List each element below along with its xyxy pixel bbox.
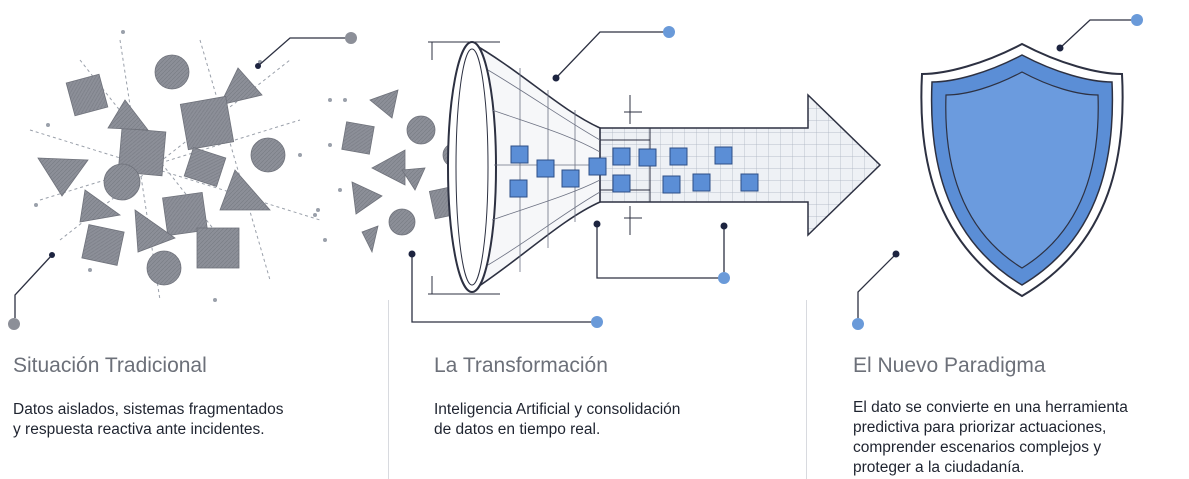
callout-paradigma-bottom [852, 250, 900, 330]
callout-transformacion-top [552, 26, 675, 82]
description-line: y respuesta reactiva ante incidentes. [13, 421, 265, 438]
shield-icon [920, 42, 1124, 298]
data-blocks [509, 145, 759, 198]
callout-transformacion-bottom-mid [593, 220, 730, 284]
description-line: de datos en tiempo real. [434, 421, 601, 438]
scattered-shapes-cluster [8, 30, 357, 330]
panel-title-transformacion: La Transformación [434, 354, 608, 377]
divider-left [388, 300, 389, 479]
callout-transformacion-bottom-left [408, 250, 603, 328]
description-line: El dato se convierte en una herramienta [853, 399, 1128, 416]
description-line: proteger a la ciudadanía. [853, 459, 1025, 476]
callout-paradigma-top [1056, 14, 1143, 52]
description-line: predictiva para priorizar actuaciones, [853, 419, 1107, 436]
description-line: comprender escenarios complejos y [853, 439, 1102, 456]
panel-description-transformacion: Inteligencia Artificial y consolidación … [434, 400, 680, 440]
panel-title-tradicional: Situación Tradicional [13, 354, 207, 377]
panel-description-paradigma: El dato se convierte en una herramienta … [853, 398, 1128, 478]
funnel-icon [428, 41, 651, 295]
description-line: Datos aislados, sistemas fragmentados [13, 401, 284, 418]
arrow-icon [589, 93, 882, 237]
panel-description-tradicional: Datos aislados, sistemas fragmentados y … [13, 400, 284, 440]
callout-tradicional-bottom [8, 252, 55, 330]
panel-title-paradigma: El Nuevo Paradigma [853, 354, 1046, 377]
callout-tradicional-top [255, 32, 357, 69]
description-line: Inteligencia Artificial y consolidación [434, 401, 681, 418]
divider-right [806, 300, 807, 479]
